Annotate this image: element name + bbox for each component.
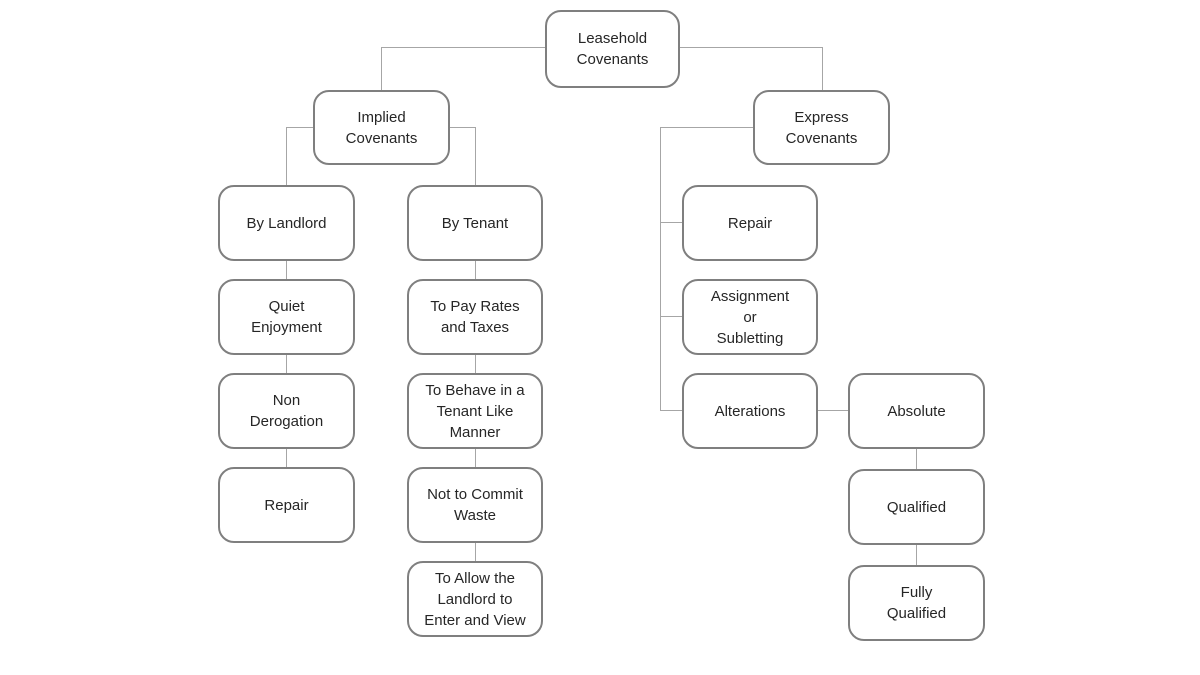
node-absolute: Absolute [848, 373, 985, 449]
connector-quiet-nonderogation [286, 355, 287, 373]
node-label: Leasehold Covenants [576, 30, 649, 68]
connector-express-trunk-horizontal [660, 127, 753, 128]
node-fully-qualified: Fully Qualified [848, 565, 985, 641]
node-alterations: Alterations [682, 373, 818, 449]
connector-trunk-assignment [660, 316, 682, 317]
node-quiet-enjoyment: Quiet Enjoyment [218, 279, 355, 355]
node-label: Qualified [886, 498, 947, 516]
node-not-to-commit-waste: Not to Commit Waste [407, 467, 543, 543]
node-behave-tenant-like-manner: To Behave in a Tenant Like Manner [407, 373, 543, 449]
connector-payrates-behave [475, 355, 476, 373]
connector-implied-bytenant-horizontal [450, 127, 475, 128]
connector-trunk-alterations [660, 410, 682, 411]
node-label: Implied Covenants [345, 108, 418, 147]
connector-express-trunk-vertical [660, 127, 661, 411]
node-label: To Allow the Landlord to Enter and View [424, 569, 526, 629]
node-label: Absolute [887, 402, 946, 420]
connector-bylandlord-quiet [286, 261, 287, 279]
node-allow-landlord-enter-view: To Allow the Landlord to Enter and View [407, 561, 543, 637]
connector-bytenant-payrates [475, 261, 476, 279]
connector-qualified-fullyqualified [916, 545, 917, 565]
node-label: To Pay Rates and Taxes [430, 298, 520, 336]
connector-implied-bytenant-vertical [475, 127, 476, 185]
node-label: Express Covenants [785, 108, 858, 147]
node-label: By Landlord [246, 214, 327, 232]
node-repair-implied: Repair [218, 467, 355, 543]
node-label: Repair [727, 214, 773, 232]
node-label: To Behave in a Tenant Like Manner [425, 381, 525, 441]
node-non-derogation: Non Derogation [218, 373, 355, 449]
connector-leasehold-express-vertical [822, 47, 823, 90]
node-label: By Tenant [441, 214, 509, 232]
connector-absolute-qualified [916, 449, 917, 469]
node-by-landlord: By Landlord [218, 185, 355, 261]
node-express-covenants: Express Covenants [753, 90, 890, 165]
connector-implied-bylandlord-horizontal [286, 127, 313, 128]
node-assignment-or-subletting: Assignment or Subletting [682, 279, 818, 355]
node-label: Not to Commit Waste [427, 486, 523, 524]
node-label: Alterations [714, 402, 786, 420]
connector-implied-bylandlord-vertical [286, 127, 287, 185]
node-qualified: Qualified [848, 469, 985, 545]
node-label: Non Derogation [249, 392, 324, 430]
node-label: Repair [264, 496, 309, 514]
connector-waste-allow [475, 543, 476, 561]
node-repair-express: Repair [682, 185, 818, 261]
node-implied-covenants: Implied Covenants [313, 90, 450, 165]
connector-leasehold-express-horizontal [680, 47, 822, 48]
connector-leasehold-implied-vertical [381, 47, 382, 90]
connector-trunk-repair [660, 222, 682, 223]
node-by-tenant: By Tenant [407, 185, 543, 261]
node-to-pay-rates-and-taxes: To Pay Rates and Taxes [407, 279, 543, 355]
connector-alterations-absolute [818, 410, 848, 411]
connector-behave-waste [475, 449, 476, 467]
node-label: Assignment or Subletting [710, 287, 790, 347]
connector-leasehold-implied-horizontal [381, 47, 545, 48]
node-label: Fully Qualified [886, 584, 947, 622]
node-label: Quiet Enjoyment [251, 298, 322, 336]
node-leasehold-covenants: Leasehold Covenants [545, 10, 680, 88]
connector-nonderogation-repair [286, 449, 287, 467]
